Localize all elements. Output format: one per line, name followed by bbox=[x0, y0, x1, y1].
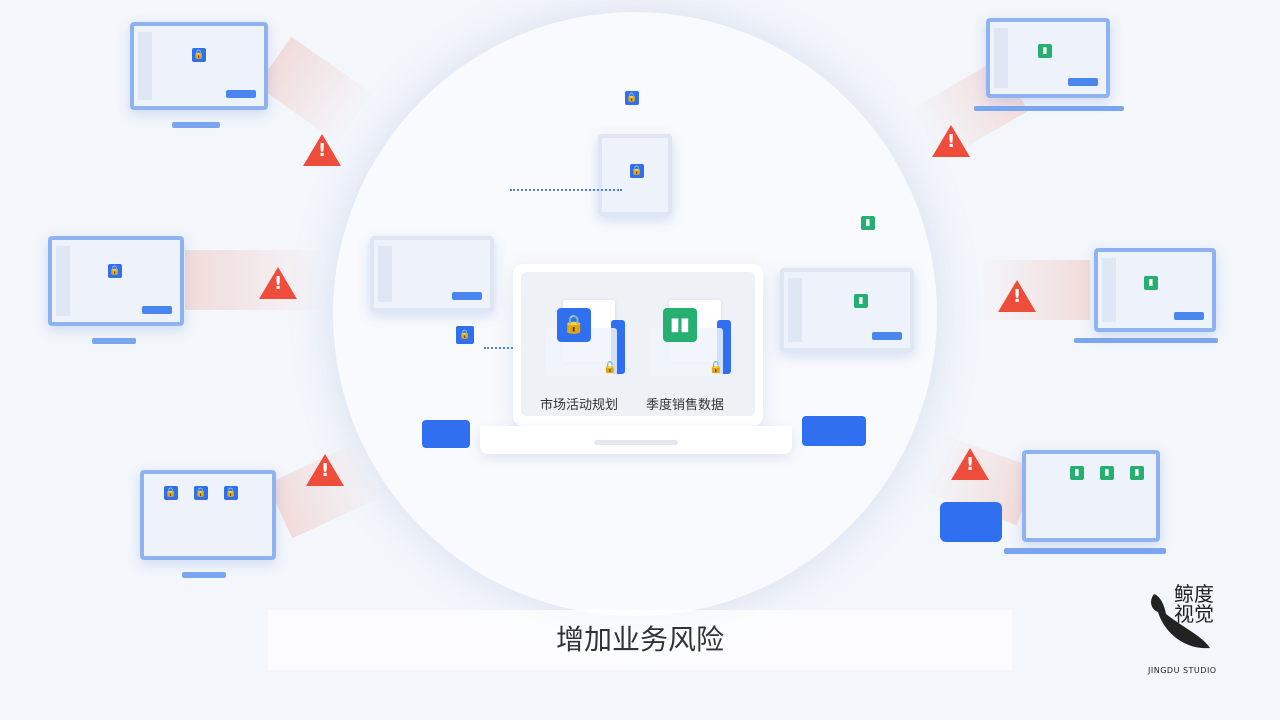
internal-drive bbox=[802, 416, 866, 446]
chart-icon: ▮ bbox=[861, 216, 875, 230]
logo-chinese: 鲸度视觉 bbox=[1174, 582, 1214, 626]
external-drive bbox=[940, 502, 1002, 542]
internal-drive bbox=[422, 420, 470, 448]
warning-icon: ! bbox=[998, 280, 1036, 312]
laptop-screen: 🔒 🔓 市场活动规划 ▮▮ 🔓 季度销售数据 bbox=[521, 272, 755, 416]
warning-icon: ! bbox=[306, 454, 344, 486]
lock-icon: 🔒 bbox=[192, 48, 206, 62]
laptop-base bbox=[1074, 338, 1218, 343]
warning-icon: ! bbox=[259, 267, 297, 299]
internal-monitor bbox=[370, 236, 494, 312]
bar-chart-icon: ▮▮ bbox=[663, 308, 697, 342]
caption: 增加业务风险 bbox=[268, 610, 1012, 670]
connection-line bbox=[510, 189, 622, 191]
file-folder-marketing[interactable]: 🔒 🔓 bbox=[545, 300, 625, 380]
file-label: 季度销售数据 bbox=[645, 398, 724, 413]
monitor-stand bbox=[92, 338, 136, 344]
file-label: 市场活动规划 bbox=[539, 398, 618, 413]
monitor-stand bbox=[182, 572, 226, 578]
laptop-base bbox=[480, 426, 792, 454]
external-monitor: 🔒 bbox=[130, 22, 268, 110]
connection-line bbox=[484, 347, 540, 349]
laptop-base bbox=[974, 106, 1124, 111]
logo-english: JINGDU STUDIO bbox=[1148, 666, 1217, 675]
warning-icon: ! bbox=[951, 448, 989, 480]
studio-logo: 鲸度视觉 JINGDU STUDIO bbox=[1140, 584, 1230, 680]
internal-tablet: 🔒 bbox=[598, 134, 672, 216]
external-monitor: 🔒 bbox=[48, 236, 184, 326]
warning-icon: ! bbox=[303, 134, 341, 166]
external-laptop: ▮ bbox=[1094, 248, 1216, 332]
chart-icon: ▮ bbox=[1038, 44, 1052, 58]
external-laptop: ▮ bbox=[986, 18, 1110, 98]
lock-icon: 🔒 bbox=[456, 326, 474, 344]
unlock-icon: 🔓 bbox=[603, 361, 617, 374]
internal-tablet: ▮ bbox=[780, 268, 914, 352]
central-laptop: 🔒 🔓 市场活动规划 ▮▮ 🔓 季度销售数据 bbox=[513, 264, 763, 426]
risk-beam bbox=[256, 36, 374, 144]
file-folder-sales[interactable]: ▮▮ 🔓 bbox=[651, 300, 731, 380]
monitor-stand bbox=[172, 122, 220, 128]
warning-icon: ! bbox=[932, 125, 970, 157]
external-monitor: 🔒🔒🔒 bbox=[140, 470, 276, 560]
lock-icon: 🔒 bbox=[557, 308, 591, 342]
lock-icon: 🔒 bbox=[625, 91, 639, 105]
laptop-base bbox=[1004, 548, 1166, 554]
whale-icon bbox=[1151, 594, 1210, 649]
unlock-icon: 🔓 bbox=[709, 361, 723, 374]
lock-icon: 🔒 bbox=[108, 264, 122, 278]
risk-beam bbox=[185, 250, 325, 310]
external-laptop: ▮▮▮ bbox=[1022, 450, 1160, 542]
